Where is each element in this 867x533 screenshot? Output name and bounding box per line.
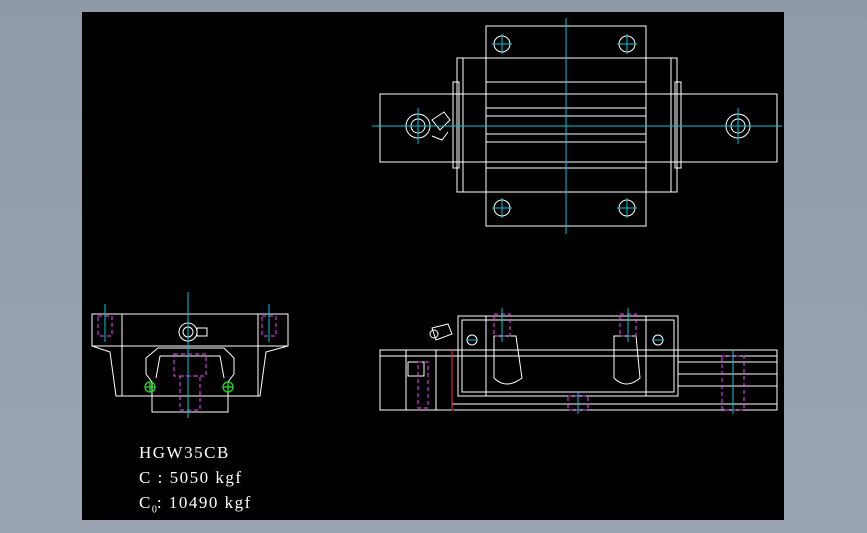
static-load-symbol: C (139, 493, 152, 512)
end-view (91, 292, 289, 418)
cad-drawing (91, 18, 782, 418)
dynamic-load-symbol: C (139, 468, 152, 487)
top-view (372, 18, 782, 234)
dynamic-load-value: : 5050 kgf (157, 468, 243, 487)
dynamic-load-label: C : 5050 kgf (139, 469, 242, 486)
static-load-subscript: 0 (151, 504, 157, 516)
static-load-label: C0: 10490 kgf (139, 494, 252, 515)
cad-drawing-canvas: HGW35CB C : 5050 kgf C0: 10490 kgf (82, 12, 784, 520)
side-view (379, 308, 778, 414)
static-load-value: : 10490 kgf (156, 493, 252, 512)
model-label: HGW35CB (139, 443, 230, 462)
